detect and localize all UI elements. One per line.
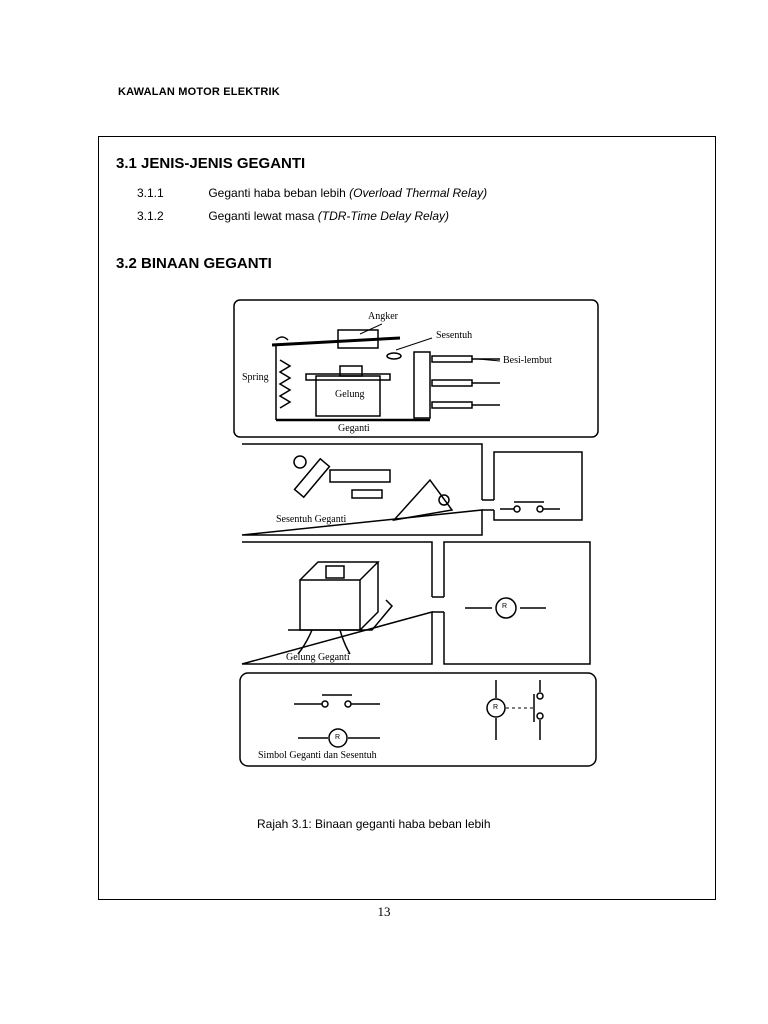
item-italic: (TDR-Time Delay Relay) bbox=[317, 209, 449, 223]
coil-symbol-letter: R bbox=[493, 704, 499, 711]
armature-arm bbox=[293, 457, 331, 499]
leader-besi-lembut bbox=[477, 358, 501, 362]
moving-plate bbox=[329, 469, 391, 483]
contact-pad bbox=[351, 489, 383, 499]
label-gelung: Gelung bbox=[335, 389, 365, 400]
symbol-terminal bbox=[344, 700, 352, 708]
item-italic: (Overload Thermal Relay) bbox=[349, 186, 488, 200]
label-gelung-geganti: Gelung Geganti bbox=[286, 652, 350, 663]
panel-relay-construction bbox=[233, 299, 599, 438]
page-number: 13 bbox=[377, 904, 391, 919]
label-spring: Spring bbox=[242, 372, 269, 383]
label-sesentuh-geganti: Sesentuh Geganti bbox=[276, 514, 347, 525]
contact-bracket bbox=[413, 351, 431, 419]
lead-wire bbox=[297, 629, 313, 655]
panel-symbols bbox=[239, 672, 597, 767]
coil-side bbox=[359, 562, 379, 631]
item-number: 3.1.1 bbox=[137, 186, 164, 200]
label-besi-lembut: Besi-lembut bbox=[503, 355, 552, 366]
label-angker: Angker bbox=[368, 311, 398, 322]
item-number: 3.1.2 bbox=[137, 209, 164, 223]
panel-contact-symbol bbox=[493, 451, 583, 521]
leader-angker bbox=[359, 323, 383, 335]
section-title-3-2: 3.2 BINAAN GEGANTI bbox=[116, 255, 272, 272]
coil-top bbox=[299, 561, 380, 581]
coil-front bbox=[299, 579, 361, 631]
armature-block bbox=[337, 329, 379, 349]
symbol-terminal bbox=[321, 700, 329, 708]
coil-base bbox=[288, 599, 394, 631]
contact-strip bbox=[431, 401, 473, 409]
panel-coil-symbol bbox=[443, 541, 591, 665]
spring-coil bbox=[278, 359, 292, 409]
armature-bar bbox=[271, 336, 401, 347]
symbol-terminal bbox=[536, 505, 544, 513]
panel-coil bbox=[241, 541, 433, 665]
coil-symbol-letter: R bbox=[502, 603, 508, 610]
coil-symbol bbox=[328, 728, 348, 748]
coil-symbol bbox=[495, 597, 517, 619]
coil-symbol bbox=[486, 698, 506, 718]
coil-window bbox=[325, 565, 345, 579]
core-top bbox=[339, 365, 363, 377]
contact-pivot bbox=[438, 494, 450, 506]
panel-relay-contacts bbox=[241, 443, 483, 536]
symbol-terminal bbox=[513, 505, 521, 513]
label-simbol: Simbol Geganti dan Sesentuh bbox=[258, 750, 377, 761]
contact-strip bbox=[431, 355, 473, 363]
contact-wedge bbox=[391, 478, 454, 522]
list-item: 3.1.2 Geganti lewat masa (TDR-Time Delay… bbox=[137, 209, 449, 223]
contact-point bbox=[386, 352, 402, 360]
symbol-terminal bbox=[536, 712, 544, 720]
content-frame: 3.1 JENIS-JENIS GEGANTI 3.1.1 Geganti ha… bbox=[98, 136, 716, 900]
label-geganti: Geganti bbox=[338, 423, 370, 434]
symbol-terminal bbox=[536, 692, 544, 700]
figure-caption: Rajah 3.1: Binaan geganti haba beban leb… bbox=[257, 817, 491, 831]
hinge bbox=[275, 336, 289, 341]
document-header: KAWALAN MOTOR ELEKTRIK bbox=[118, 86, 280, 98]
pivot bbox=[293, 455, 307, 469]
item-text: Geganti lewat masa bbox=[208, 209, 315, 223]
coil-top-flange bbox=[305, 373, 391, 381]
label-sesentuh: Sesentuh bbox=[436, 330, 473, 341]
section-title-3-1: 3.1 JENIS-JENIS GEGANTI bbox=[116, 155, 306, 172]
lead-wire bbox=[339, 629, 351, 655]
contact-strip bbox=[431, 379, 473, 387]
leader-sesentuh bbox=[395, 337, 433, 351]
list-item: 3.1.1 Geganti haba beban lebih (Overload… bbox=[137, 186, 487, 200]
coil-symbol-letter: R bbox=[335, 734, 341, 741]
item-text: Geganti haba beban lebih bbox=[208, 186, 346, 200]
